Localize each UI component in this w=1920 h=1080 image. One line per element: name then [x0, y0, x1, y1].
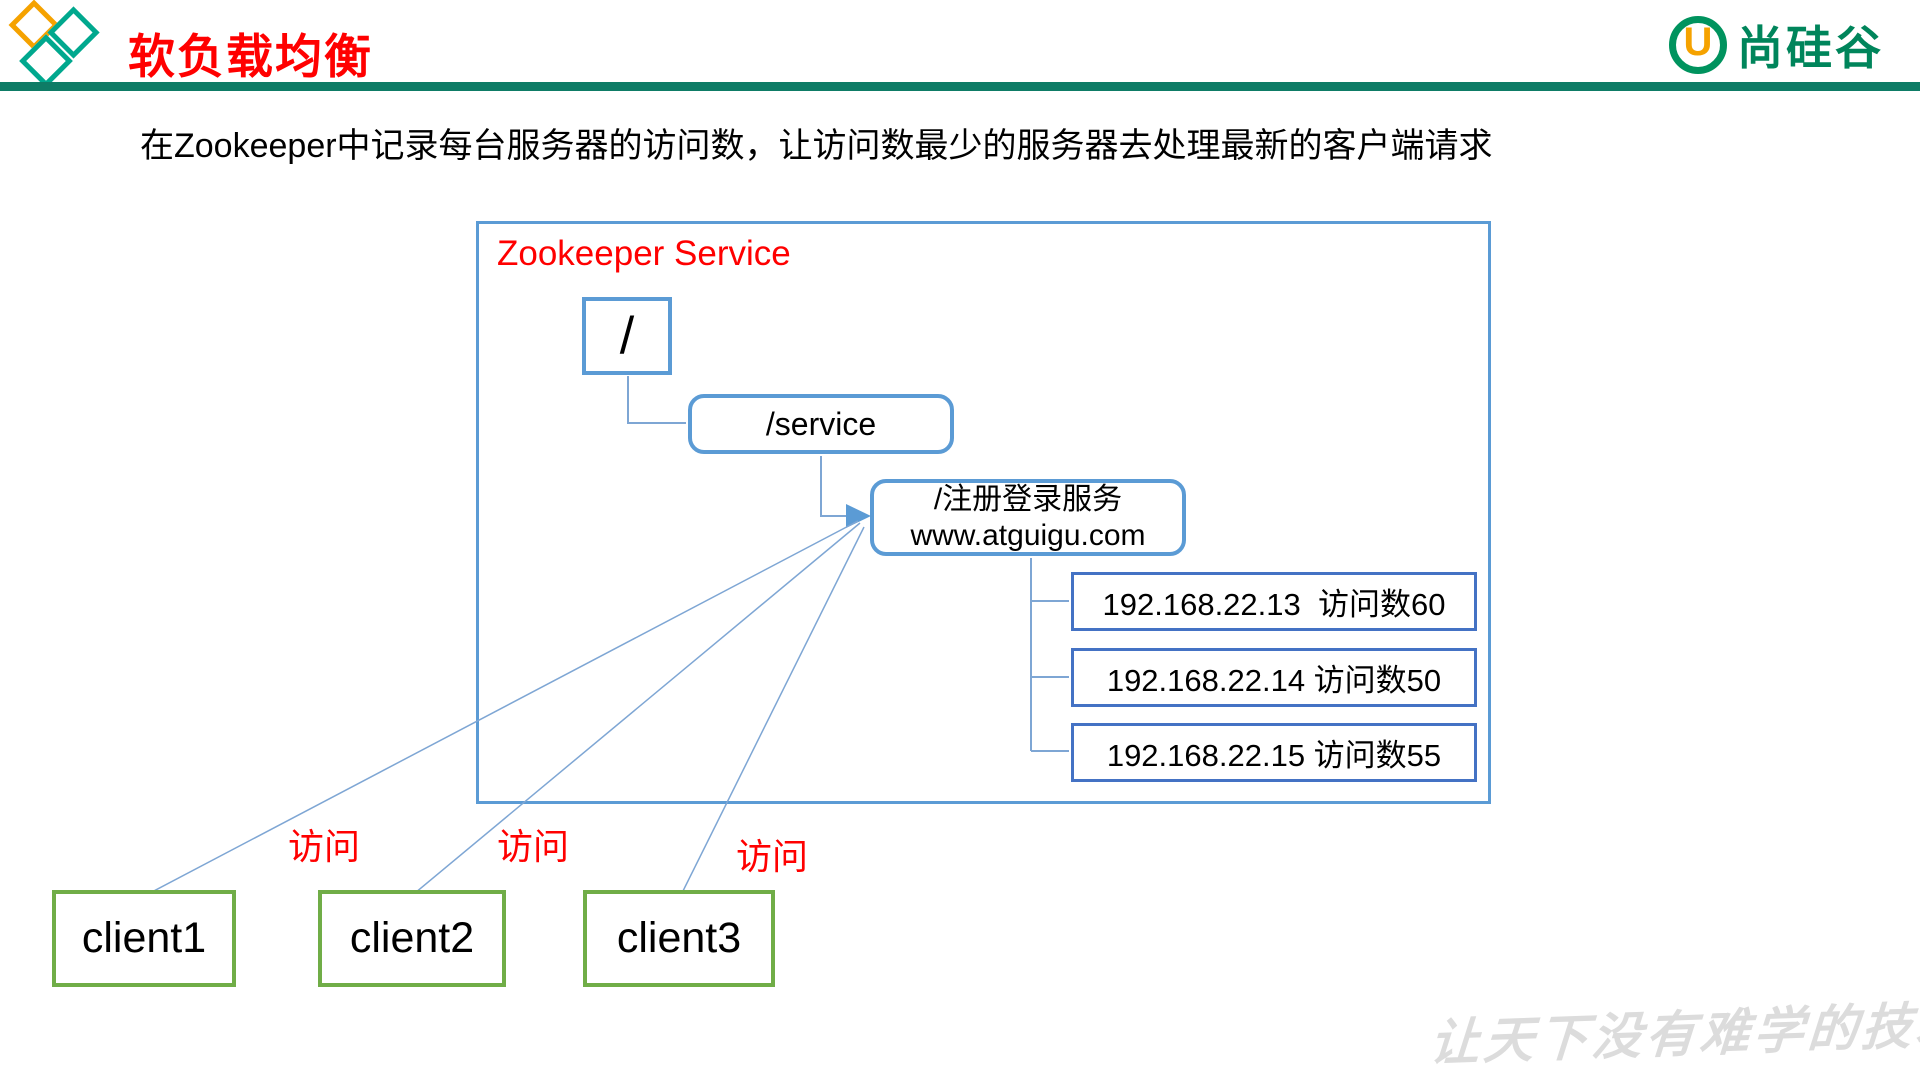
server-node: 192.168.22.14 访问数50 — [1071, 648, 1477, 707]
client-box: client2 — [318, 890, 506, 987]
service-node: /service — [688, 394, 954, 454]
brand-u-icon: U — [1683, 20, 1713, 64]
zookeeper-service-container — [476, 221, 1491, 804]
server-node: 192.168.22.15 访问数55 — [1071, 723, 1477, 782]
access-label: 访问 — [497, 826, 570, 867]
register-node-line2: www.atguigu.com — [910, 518, 1146, 552]
access-label: 访问 — [288, 826, 361, 867]
root-node: / — [582, 297, 672, 375]
server-node: 192.168.22.13 访问数60 — [1071, 572, 1477, 631]
brand-name: 尚硅谷 — [1737, 22, 1884, 74]
brand-ring-icon: U — [1669, 16, 1727, 74]
brand-logo: U 尚硅谷 — [1669, 12, 1884, 78]
client-box: client3 — [583, 890, 775, 987]
diamonds-logo-icon — [0, 0, 110, 90]
register-node-line1: /注册登录服务 — [933, 482, 1123, 516]
zookeeper-service-label: Zookeeper Service — [497, 234, 791, 273]
register-node: /注册登录服务 www.atguigu.com — [870, 479, 1186, 556]
client-box: client1 — [52, 890, 236, 987]
watermark-text: 让天下没有难学的技术 — [1427, 994, 1920, 1073]
header-divider — [0, 82, 1920, 91]
access-label: 访问 — [736, 836, 809, 877]
page-title: 软负载均衡 — [128, 30, 373, 83]
description-text: 在Zookeeper中记录每台服务器的访问数，让访问数最少的服务器去处理最新的客… — [140, 127, 1493, 165]
